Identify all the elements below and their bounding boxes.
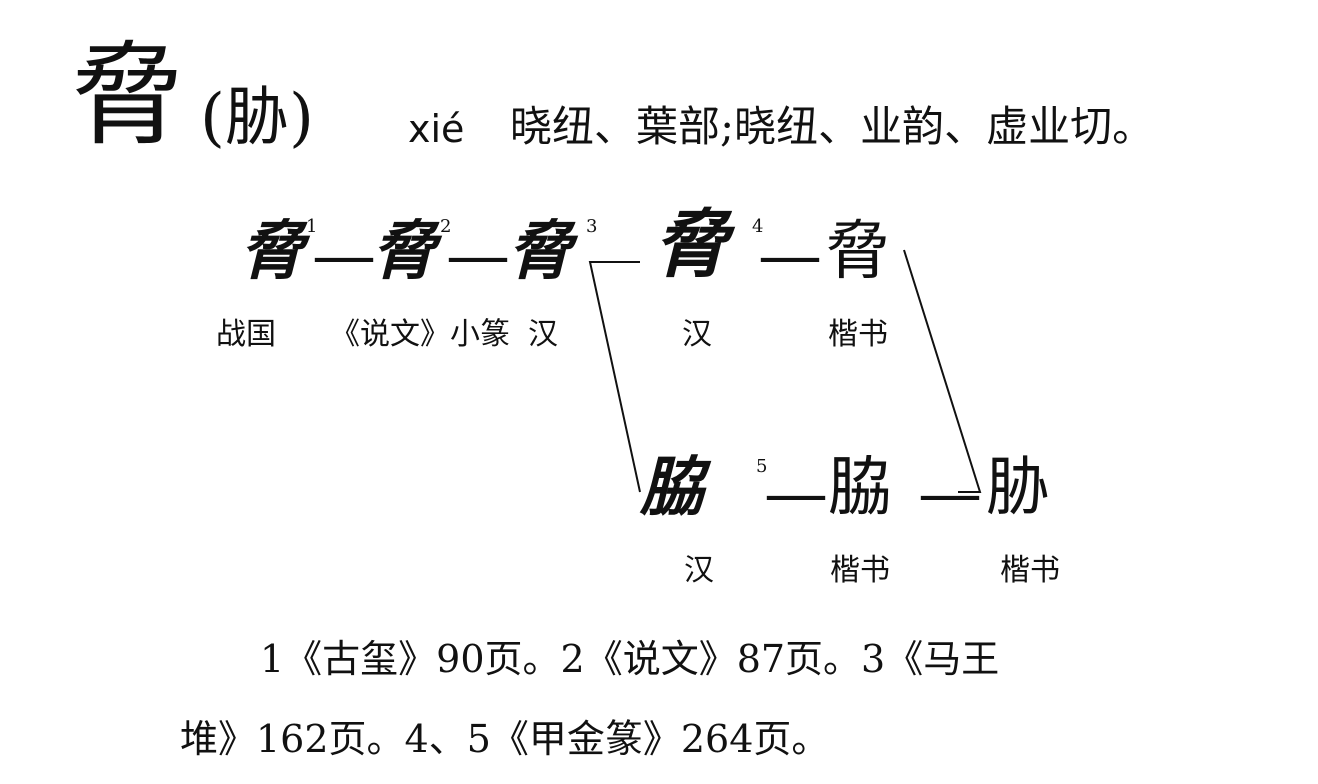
headword: 脅 — [72, 31, 184, 161]
glyph-number: 1 — [306, 216, 318, 237]
phonology-note: 晓纽、葉部;晓纽、业韵、虚业切。 — [510, 102, 1155, 151]
glyph-regular-1: 脅 — [826, 215, 890, 289]
glyph-han-1: 脅 — [508, 214, 572, 289]
caption: 楷书 — [1000, 553, 1060, 588]
caption: 《说文》小篆 — [330, 317, 510, 352]
caption: 汉 — [528, 317, 558, 352]
glyph-number: 5 — [756, 456, 768, 477]
glyph-warring-states: 脅 — [240, 214, 304, 289]
caption: 楷书 — [828, 317, 888, 352]
references-line-1: 1《古玺》90页。2《说文》87页。3《马王 — [260, 637, 1000, 681]
dash: — — [758, 219, 822, 293]
glyph-number: 2 — [440, 216, 452, 237]
pinyin: xié — [408, 107, 465, 151]
references-line-2: 堆》162页。4、5《甲金篆》264页。 — [180, 717, 830, 761]
caption: 汉 — [682, 317, 712, 352]
branch-line-upper — [588, 261, 641, 493]
caption: 汉 — [684, 553, 714, 588]
glyph-number: 3 — [586, 216, 598, 237]
glyph-han-3: 脇 — [640, 450, 704, 525]
glyph-regular-3: 胁 — [986, 451, 1050, 525]
glyph-number: 4 — [752, 216, 764, 237]
dash: — — [446, 219, 510, 293]
branch-line-right — [903, 249, 982, 493]
glyph-han-2: 脅 — [654, 202, 728, 288]
dash: — — [918, 457, 982, 531]
dash: — — [764, 457, 828, 531]
caption: 战国 — [216, 317, 276, 352]
glyph-regular-2: 脇 — [828, 451, 892, 525]
simplified-form: (胁) — [200, 81, 314, 155]
dash: — — [312, 219, 376, 293]
caption: 楷书 — [830, 553, 890, 588]
glyph-small-seal: 脅 — [372, 214, 436, 289]
